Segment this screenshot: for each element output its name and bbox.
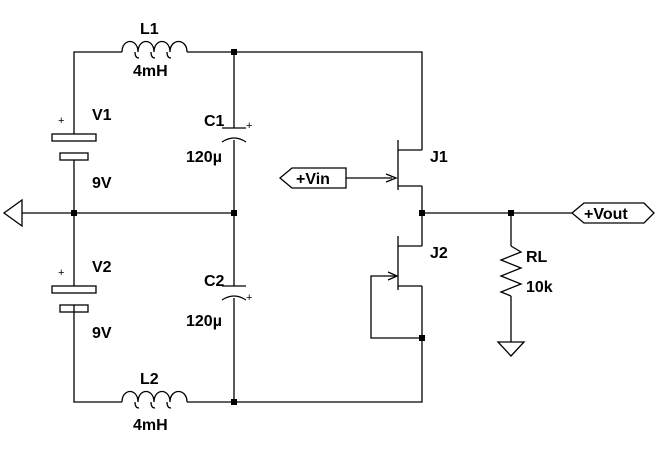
- junction-dot: [508, 210, 514, 216]
- junction-dot: [419, 210, 425, 216]
- inductor-l1: [121, 40, 188, 59]
- jfet-j2: [387, 236, 423, 290]
- j1-label: J1: [430, 149, 448, 166]
- vout-port-label: +Vout: [584, 206, 628, 223]
- inductor-l2: [121, 390, 188, 409]
- junction-dot: [231, 49, 237, 55]
- l2-label: L2: [140, 371, 159, 388]
- c2-value: 120µ: [186, 313, 222, 330]
- c2-label: C2: [204, 273, 225, 290]
- v1-value: 9V: [92, 175, 112, 192]
- l2-value: 4mH: [133, 417, 168, 434]
- junctions: [71, 49, 514, 405]
- l1-value: 4mH: [133, 63, 168, 80]
- capacitor-c1: [221, 127, 247, 143]
- junction-dot: [231, 210, 237, 216]
- jfet-j1: [385, 140, 423, 190]
- v1-label: V1: [92, 107, 112, 124]
- junction-dot: [71, 210, 77, 216]
- c1-label: C1: [204, 113, 225, 130]
- l1-label: L1: [140, 21, 159, 38]
- c1-value: 120µ: [186, 149, 222, 166]
- resistor-rl: [499, 245, 523, 297]
- junction-dot: [419, 335, 425, 341]
- v2-plus: +: [58, 267, 64, 279]
- rl-label: RL: [526, 249, 548, 266]
- wires: [22, 51, 572, 403]
- v2-value: 9V: [92, 325, 112, 342]
- capacitor-c2: [221, 285, 247, 301]
- v1-plus: +: [58, 115, 64, 127]
- rl-value: 10k: [526, 279, 553, 296]
- vin-port: [278, 167, 347, 189]
- vout-port: [570, 202, 655, 224]
- junction-dot: [231, 399, 237, 405]
- ground-left-icon: [2, 198, 23, 228]
- j2-label: J2: [430, 245, 448, 262]
- vin-port-label: +Vin: [296, 171, 330, 188]
- c1-plus: +: [246, 120, 252, 132]
- ground-rl-icon: [496, 341, 526, 357]
- battery-v2: [51, 280, 97, 313]
- v2-label: V2: [92, 259, 112, 276]
- battery-v1: [51, 128, 97, 161]
- c2-plus: +: [246, 292, 252, 304]
